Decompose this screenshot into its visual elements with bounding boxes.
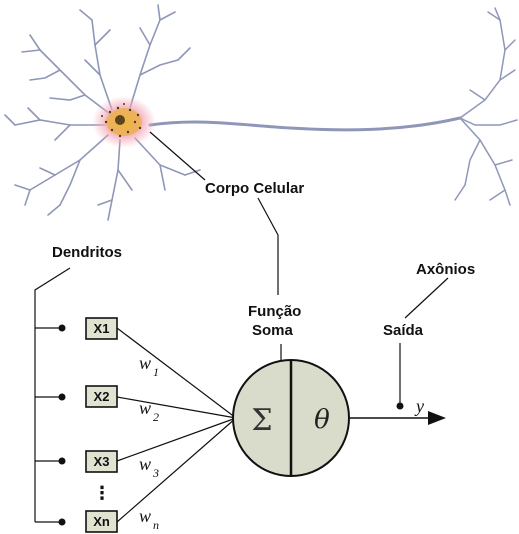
weight-connections [117, 328, 236, 522]
sum-symbol: Σ [251, 403, 272, 438]
cell-body [92, 96, 156, 148]
label-axons: Axônios [416, 261, 475, 278]
label-output: Saída [383, 322, 424, 339]
input-x2-label: X2 [94, 389, 110, 404]
input-x3: X3 [86, 451, 117, 472]
input-x2: X2 [86, 386, 117, 407]
artificial-neuron: Σ θ [233, 360, 349, 476]
weight-w2-symbol: w [139, 398, 151, 418]
input-x1: X1 [86, 318, 117, 339]
weight-w3: w 3 [139, 454, 159, 480]
output-symbol: y [414, 396, 424, 416]
weight-w2: w 2 [139, 398, 159, 424]
label-sum-function-line1: Função [248, 303, 301, 320]
weight-w3-symbol: w [139, 454, 151, 474]
weight-w3-subscript: 3 [152, 466, 159, 480]
weight-wn-subscript: n [153, 518, 159, 532]
label-sum-function-line2: Soma [252, 322, 294, 339]
weight-wn: w n [139, 506, 159, 532]
weight-wn-symbol: w [139, 506, 151, 526]
inputs-ellipsis: ⋮ [93, 483, 111, 504]
weight-w1-symbol: w [139, 353, 151, 373]
input-xn-label: Xn [93, 514, 110, 529]
weight-w2-subscript: 2 [153, 410, 159, 424]
input-x3-label: X3 [94, 454, 110, 469]
label-dendrites: Dendritos [52, 244, 122, 261]
output-arrow [349, 411, 446, 425]
label-cell-body: Corpo Celular [205, 180, 304, 197]
weight-w1-subscript: 1 [153, 365, 159, 379]
axon [150, 118, 460, 130]
input-x1-label: X1 [94, 321, 110, 336]
activation-symbol: θ [314, 405, 330, 435]
axon-terminals [455, 8, 517, 205]
input-xn: Xn [86, 511, 117, 532]
